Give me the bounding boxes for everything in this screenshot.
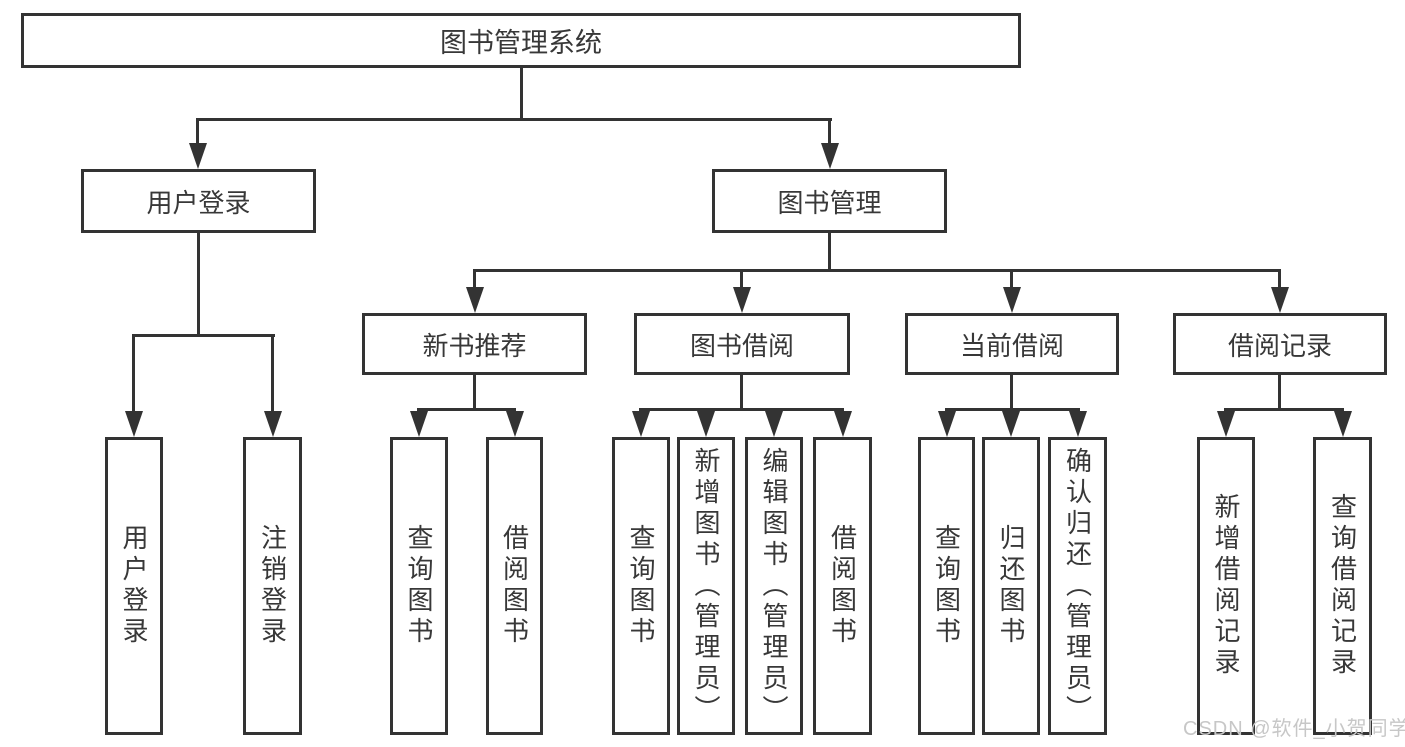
- arrow-down-icon: [473, 269, 476, 287]
- arrow-down-icon: [132, 336, 135, 411]
- node-label: 编辑图书（管理员）: [759, 446, 789, 726]
- node-label: 借阅图书: [827, 524, 858, 648]
- arrow-down-icon: [841, 408, 844, 411]
- arrow-down-icon: [1341, 408, 1344, 411]
- arrow-down-icon: [1278, 269, 1281, 287]
- node-label: 当前借阅: [959, 330, 1064, 361]
- node-label: 查询图书: [404, 524, 434, 648]
- leaf-edit-books-admin: 编辑图书（管理员）: [745, 437, 803, 735]
- node-label: 归还图书: [996, 524, 1026, 648]
- node-current-borrowing: 当前借阅: [905, 313, 1119, 375]
- leaf-return-books: 归还图书: [982, 437, 1040, 735]
- leaf-user-login: 用户登录: [105, 437, 163, 735]
- leaf-borrow-books: 借阅图书: [813, 437, 872, 735]
- node-label: 借阅记录: [1227, 330, 1332, 361]
- node-label: 查询图书: [931, 524, 962, 648]
- connector-line: [132, 334, 275, 337]
- connector-line: [196, 118, 832, 121]
- node-library-management-system: 图书管理系统: [21, 13, 1021, 68]
- connector-line: [740, 373, 743, 410]
- arrow-down-icon: [740, 269, 743, 287]
- node-label: 图书管理系统: [440, 28, 602, 58]
- arrow-down-icon: [1010, 269, 1013, 287]
- arrow-down-icon: [639, 408, 642, 411]
- leaf-logout: 注销登录: [243, 437, 302, 735]
- connector-line: [473, 373, 476, 410]
- node-label: 新书推荐: [422, 330, 527, 361]
- arrow-down-icon: [828, 118, 831, 143]
- leaf-query-books-recommend: 查询图书: [390, 437, 448, 735]
- node-user-login: 用户登录: [81, 169, 316, 233]
- connector-line: [1010, 373, 1013, 410]
- leaf-add-borrow-record: 新增借阅记录: [1197, 437, 1255, 735]
- node-label: 新增借阅记录: [1211, 493, 1241, 679]
- leaf-query-books-borrowing: 查询图书: [612, 437, 670, 735]
- connector-line: [639, 408, 844, 411]
- node-label: 用户登录: [119, 524, 149, 648]
- node-label: 查询图书: [626, 524, 656, 648]
- arrow-down-icon: [513, 408, 516, 411]
- arrow-down-icon: [1076, 408, 1079, 411]
- leaf-query-borrow-record: 查询借阅记录: [1313, 437, 1372, 735]
- arrow-down-icon: [772, 408, 775, 411]
- node-label: 注销登录: [257, 524, 288, 648]
- leaf-add-books-admin: 新增图书（管理员）: [677, 437, 735, 735]
- leaf-borrow-books-recommend: 借阅图书: [486, 437, 543, 735]
- connector-line: [417, 408, 516, 411]
- arrow-down-icon: [945, 408, 948, 411]
- arrow-down-icon: [1009, 408, 1012, 411]
- node-new-book-recommend: 新书推荐: [362, 313, 587, 375]
- node-label: 查询借阅记录: [1327, 493, 1358, 679]
- node-label: 图书借阅: [689, 330, 794, 361]
- arrow-down-icon: [1224, 408, 1227, 411]
- node-borrow-records: 借阅记录: [1173, 313, 1387, 375]
- node-label: 图书管理: [777, 187, 882, 218]
- arrow-down-icon: [417, 408, 420, 411]
- connector-line: [828, 231, 831, 272]
- arrow-down-icon: [271, 336, 274, 411]
- leaf-query-books-current: 查询图书: [918, 437, 975, 735]
- leaf-confirm-return-admin: 确认归还（管理员）: [1048, 437, 1107, 735]
- node-label: 用户登录: [146, 187, 251, 218]
- connector-line: [197, 231, 200, 336]
- connector-line: [1278, 373, 1281, 410]
- node-book-borrowing: 图书借阅: [634, 313, 850, 375]
- connector-line: [473, 269, 1281, 272]
- node-book-management: 图书管理: [712, 169, 947, 233]
- connector-line: [520, 66, 523, 120]
- watermark: CSDN @软件_小贺同学: [1183, 718, 1405, 740]
- node-label: 新增图书（管理员）: [691, 446, 721, 726]
- connector-line: [1224, 408, 1344, 411]
- arrow-down-icon: [704, 408, 707, 411]
- arrow-down-icon: [196, 118, 199, 143]
- node-label: 确认归还（管理员）: [1062, 446, 1093, 726]
- node-label: 借阅图书: [499, 524, 530, 648]
- connector-line: [945, 408, 1080, 411]
